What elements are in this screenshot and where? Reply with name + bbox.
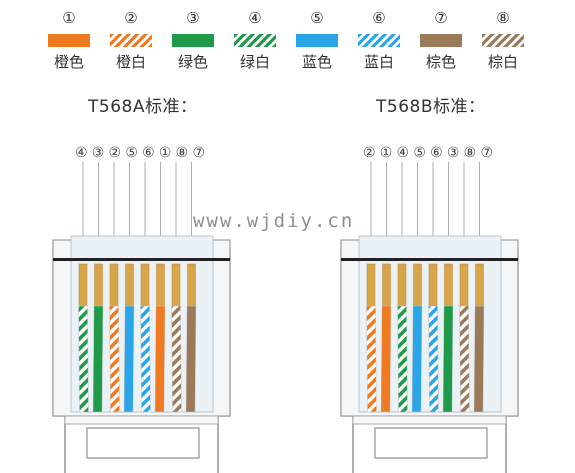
copper-contact [156, 263, 165, 307]
legend-label: 棕白 [487, 53, 518, 71]
copper-contact [78, 263, 88, 307]
legend-swatch [358, 34, 400, 47]
legend-swatch [482, 34, 524, 47]
legend-item-orange: ① 橙色 [39, 8, 99, 72]
copper-contact [109, 263, 119, 307]
legend-swatch [110, 34, 152, 47]
connector-clip [374, 427, 488, 459]
legend-item-blue: ⑤ 蓝色 [287, 8, 347, 72]
wire-橙白 [366, 305, 377, 413]
connector-t568a: ④③②⑤⑥①⑧⑦ [52, 145, 231, 473]
connector-clip [86, 427, 200, 459]
wire-橙色 [380, 305, 392, 413]
latch-line [341, 258, 518, 261]
watermark: www.wjdiy.cn [193, 210, 355, 232]
wire-绿色 [92, 305, 104, 413]
wire-棕色 [185, 305, 197, 413]
wire-蓝色 [411, 305, 423, 413]
copper-contact [428, 263, 438, 307]
legend-number: ⑧ [496, 9, 510, 27]
copper-contact [125, 263, 134, 307]
wire-橙色 [154, 305, 166, 413]
wire-橙白 [109, 305, 120, 413]
wire-棕色 [473, 305, 485, 413]
legend-label: 绿色 [177, 53, 208, 71]
legend-number: ⑦ [434, 9, 448, 27]
connector-base [352, 415, 507, 425]
legend-item-blue-white: ⑥ 蓝白 [349, 8, 409, 72]
copper-contact [187, 263, 196, 307]
legend-swatch [172, 34, 214, 47]
legend-swatch [48, 34, 90, 47]
copper-contact [459, 263, 469, 307]
legend-label: 橙白 [115, 53, 146, 71]
wire-棕白 [171, 305, 182, 413]
legend-label: 蓝色 [301, 53, 332, 71]
legend-label: 棕色 [425, 53, 456, 71]
legend-item-brown-white: ⑧ 棕白 [473, 8, 533, 72]
wire-绿白 [397, 305, 408, 413]
legend-swatch [420, 34, 462, 47]
wire-棕白 [459, 305, 470, 413]
legend-item-orange-white: ② 橙白 [101, 8, 161, 72]
legend-item-green-white: ④ 绿白 [225, 8, 285, 72]
copper-contact [140, 263, 150, 307]
connector-t568b: ②①④⑤⑥③⑧⑦ [340, 145, 519, 473]
copper-contact [397, 263, 407, 307]
wire-绿白 [78, 305, 89, 413]
legend-swatch [296, 34, 338, 47]
latch-line [53, 258, 230, 261]
wire-蓝色 [123, 305, 135, 413]
wire-蓝白 [428, 305, 439, 413]
legend-number: ③ [186, 9, 200, 27]
legend-label: 蓝白 [363, 53, 394, 71]
color-legend: ① 橙色 ② 橙白 ③ 绿色 ④ 绿白 ⑤ 蓝色 ⑥ 蓝白 ⑦ 棕色 ⑧ 棕白 [0, 0, 575, 80]
t568b-title: T568B标准： [376, 97, 486, 117]
legend-number: ⑥ [372, 9, 386, 27]
legend-number: ⑤ [310, 9, 324, 27]
copper-contact [444, 263, 453, 307]
wire-绿色 [442, 305, 454, 413]
copper-contact [382, 263, 391, 307]
t568a-title: T568A标准： [88, 97, 198, 117]
pin-order-label: ②①④⑤⑥③⑧⑦ [363, 145, 493, 161]
copper-contact [94, 263, 103, 307]
legend-number: ② [124, 9, 138, 27]
legend-number: ① [62, 9, 76, 27]
legend-label: 橙色 [53, 53, 84, 71]
connector-base [64, 415, 219, 425]
legend-item-green: ③ 绿色 [163, 8, 223, 72]
pin-order-label: ④③②⑤⑥①⑧⑦ [75, 145, 205, 161]
wire-蓝白 [140, 305, 151, 413]
legend-number: ④ [248, 9, 262, 27]
copper-contact [475, 263, 484, 307]
copper-contact [413, 263, 422, 307]
copper-contact [366, 263, 376, 307]
legend-swatch [234, 34, 276, 47]
legend-item-brown: ⑦ 棕色 [411, 8, 471, 72]
copper-contact [171, 263, 181, 307]
legend-label: 绿白 [239, 53, 270, 71]
